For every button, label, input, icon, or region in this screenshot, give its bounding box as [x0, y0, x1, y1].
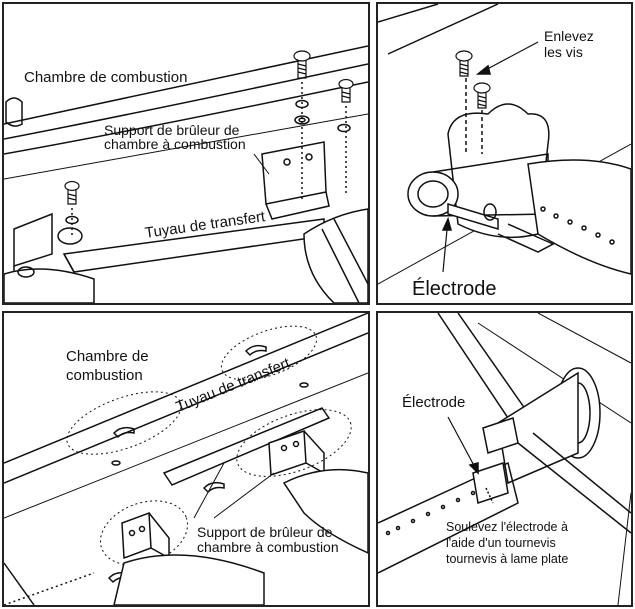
- remove-label-line1: Enlevez: [544, 28, 594, 44]
- remove-label-line2: les vis: [544, 44, 583, 60]
- instruction-line3: tournevis à lame plate: [446, 552, 569, 566]
- panel-lift-electrode: Électrode Soulevez l'électrode à l'aide …: [376, 311, 633, 607]
- panel-burner-bracket-removal: Chambre de combustion Support de brûleur…: [2, 2, 370, 305]
- panel-bracket-locations: Chambre de combustion Tuyau de transfert…: [2, 311, 370, 607]
- chamber-label-line1: Chambre de: [66, 348, 149, 365]
- panel-remove-screws: Enlevez les vis Électrode: [376, 2, 633, 305]
- lift-electrode-drawing: [378, 313, 631, 605]
- bracket-locations-drawing: [4, 313, 368, 605]
- remove-screws-drawing: [378, 4, 631, 285]
- electrode-label: Électrode: [402, 394, 466, 411]
- chamber-label-line2: combustion: [66, 367, 143, 384]
- electrode-label: Électrode: [412, 278, 497, 300]
- burner-bracket-drawing: [4, 45, 368, 303]
- support-label-line2: chambre à combustion: [104, 136, 246, 152]
- support-label-line1: Support de brûleur de: [197, 524, 333, 540]
- chamber-label: Chambre de combustion: [24, 69, 188, 86]
- instruction-line2: l'aide d'un tournevis: [446, 536, 556, 550]
- support-label-line2: chambre à combustion: [197, 539, 339, 555]
- screw-icon: [293, 50, 311, 79]
- support-label-line1: Support de brûleur de: [104, 122, 240, 138]
- instruction-line1: Soulevez l'électrode à: [446, 520, 568, 534]
